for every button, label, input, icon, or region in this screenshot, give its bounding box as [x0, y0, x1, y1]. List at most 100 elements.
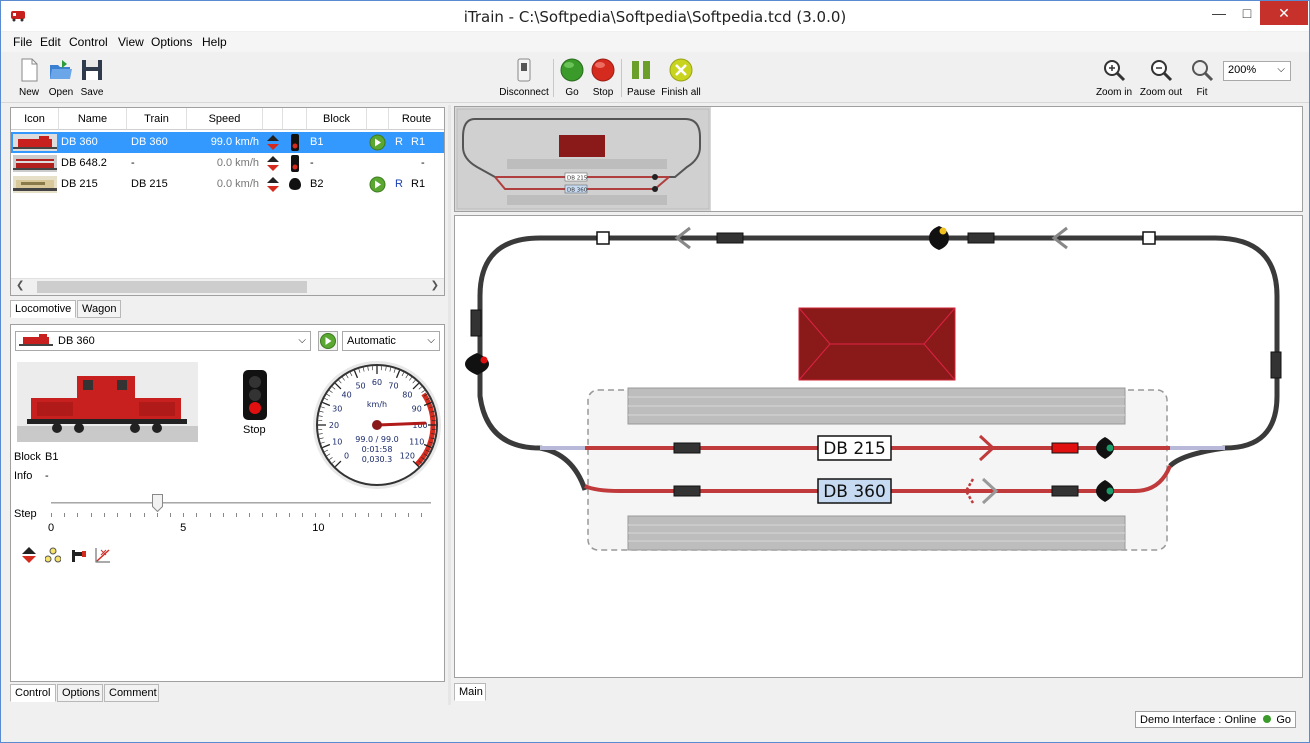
maximize-icon[interactable]: □ — [1242, 5, 1252, 21]
menu-help[interactable]: Help — [202, 35, 227, 49]
gauge-tick — [395, 370, 401, 379]
tab-wagon[interactable]: Wagon — [77, 300, 121, 318]
direction-arrow-icon — [674, 226, 691, 250]
status-go-icon — [1263, 715, 1272, 723]
menu-view[interactable]: View — [118, 35, 144, 49]
scrollbar-thumb[interactable] — [37, 281, 307, 293]
slider-tick — [236, 513, 237, 517]
step-slider-thumb[interactable] — [151, 494, 163, 513]
row-train: - — [131, 157, 135, 169]
finish-all-icon — [669, 58, 693, 82]
column-header-signal[interactable] — [283, 108, 307, 130]
gauge-tick — [322, 401, 331, 407]
direction-arrows-icon[interactable] — [266, 134, 280, 151]
train-label-upper: DB 215 — [823, 439, 886, 459]
column-header-state[interactable] — [367, 108, 389, 130]
play-icon[interactable] — [369, 134, 386, 151]
tab-comment[interactable]: Comment — [104, 684, 159, 702]
station-building — [798, 307, 956, 381]
go-button[interactable]: Go — [559, 57, 585, 98]
menu-control[interactable]: Control — [69, 35, 108, 49]
menu-edit[interactable]: Edit — [40, 35, 61, 49]
play-icon[interactable] — [318, 331, 338, 351]
row-route: R1 — [411, 136, 426, 148]
menu-file[interactable]: File — [13, 35, 33, 49]
tab-locomotive[interactable]: Locomotive — [10, 300, 76, 318]
column-header-train[interactable]: Train — [127, 108, 187, 130]
mode-select[interactable]: Automatic ⌵ — [342, 331, 440, 351]
horn-icon[interactable] — [71, 547, 87, 563]
layout-overview[interactable]: DB 215 DB 360 — [454, 106, 1303, 212]
stop-button[interactable]: Stop — [590, 57, 616, 98]
play-icon[interactable] — [369, 176, 386, 193]
slider-tick — [315, 513, 317, 517]
speed-curve-icon[interactable] — [95, 547, 111, 563]
split-pane-divider[interactable] — [448, 105, 451, 705]
gauge-tick-label: 0 — [344, 451, 349, 460]
signal-green-icon[interactable] — [1096, 437, 1114, 459]
train-label-lower-box[interactable] — [817, 478, 892, 504]
disconnect-button[interactable]: Disconnect — [498, 57, 550, 98]
gauge-tick-label: 20 — [329, 421, 339, 430]
pause-button[interactable]: Pause — [627, 57, 655, 98]
track-layout[interactable]: DB 215 DB 360 — [455, 216, 1302, 677]
signal-red-icon[interactable] — [465, 353, 489, 375]
gauge-tick — [331, 460, 336, 464]
open-button[interactable]: Open — [46, 57, 76, 98]
gauge-tick — [362, 367, 365, 372]
table-row[interactable]: DB 360 DB 360 99.0 km/h B1 R R1 — [11, 132, 444, 153]
slider-tick — [156, 513, 158, 517]
zoom-in-button[interactable]: Zoom in — [1095, 57, 1133, 98]
table-row[interactable]: DB 648.2 - 0.0 km/h - - — [11, 153, 444, 174]
column-header-speed[interactable]: Speed — [187, 108, 263, 130]
zoom-level-select[interactable]: 200% ⌵ — [1223, 61, 1291, 81]
gauge-tick — [423, 401, 432, 407]
signal-green-icon[interactable] — [1096, 480, 1114, 502]
gauge-tick — [329, 457, 333, 460]
close-icon[interactable]: ✕ — [1260, 1, 1308, 25]
finish-all-button[interactable]: Finish all — [660, 57, 702, 98]
slider-tick-label: 0 — [48, 522, 55, 534]
direction-arrow-icon — [981, 477, 999, 505]
column-header-direction[interactable] — [263, 108, 283, 130]
row-route: - — [421, 157, 425, 169]
menu-options[interactable]: Options — [151, 35, 193, 49]
gauge-tick-label: 40 — [342, 391, 352, 400]
tab-options[interactable]: Options — [57, 684, 103, 702]
column-header-icon[interactable]: Icon — [11, 108, 59, 130]
locomotive-select[interactable]: DB 360 ⌵ — [15, 331, 311, 351]
direction-arrows-icon[interactable] — [266, 155, 280, 172]
gauge-needle — [375, 421, 427, 427]
new-button[interactable]: New — [15, 57, 43, 98]
column-header-route[interactable]: Route — [389, 108, 444, 130]
table-row[interactable]: DB 215 DB 215 0.0 km/h B2 R R1 — [11, 174, 444, 195]
zoom-out-button[interactable]: Zoom out — [1138, 57, 1184, 98]
scroll-left-icon[interactable]: ❮ — [16, 280, 25, 291]
gauge-tick — [324, 449, 329, 453]
step-slider-track[interactable] — [51, 502, 431, 504]
lights-icon[interactable] — [45, 547, 61, 563]
tab-main[interactable]: Main — [454, 683, 486, 701]
minimize-icon[interactable]: — — [1212, 5, 1226, 21]
mode-value: Automatic — [347, 335, 396, 347]
column-header-name[interactable]: Name — [59, 108, 127, 130]
overview-minimap[interactable]: DB 215 DB 360 — [455, 107, 711, 211]
column-header-block[interactable]: Block — [307, 108, 367, 130]
signal-yellow-icon[interactable] — [929, 226, 949, 250]
direction-arrows-icon[interactable] — [266, 176, 280, 193]
layout-main-view[interactable]: DB 215 DB 360 — [454, 215, 1303, 678]
slider-tick — [302, 513, 304, 517]
row-name: DB 360 — [61, 136, 98, 148]
scroll-right-icon[interactable]: ❯ — [430, 280, 439, 291]
table-horizontal-scrollbar[interactable]: ❮ ❯ — [11, 278, 444, 295]
train-label-upper-box[interactable] — [817, 435, 892, 461]
direction-toggle-icon[interactable] — [21, 547, 37, 563]
tab-control[interactable]: Control — [10, 684, 56, 702]
save-button[interactable]: Save — [78, 57, 106, 98]
signal-stop-icon — [243, 370, 267, 420]
fit-button[interactable]: Fit — [1189, 57, 1215, 98]
track-switch-right — [1168, 445, 1226, 468]
interface-status-text: Demo Interface : Online — [1140, 714, 1257, 726]
row-train: DB 215 — [131, 178, 168, 190]
gauge-tick — [358, 368, 361, 373]
